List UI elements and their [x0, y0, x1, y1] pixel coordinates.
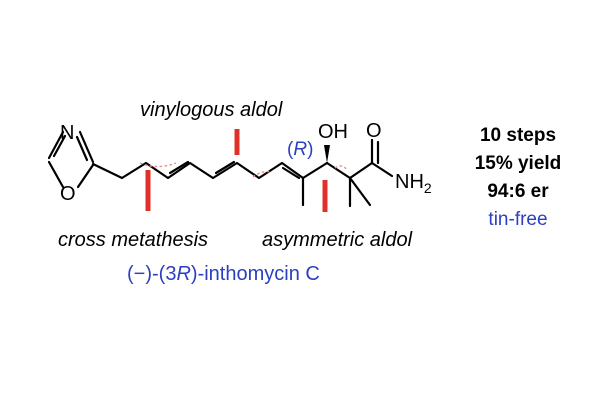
stat-er: 94:6 er — [487, 181, 549, 202]
carbon-chain — [91, 138, 394, 208]
atom-nh2: NH2 — [395, 171, 432, 196]
disconnection-marks — [139, 129, 348, 212]
stat-steps: 10 steps — [480, 125, 556, 146]
stereo-descriptor-r: (R) — [287, 139, 313, 160]
bond-c5-c4 — [78, 130, 95, 164]
bond-c2-c1 — [348, 161, 374, 180]
label-vinylogous-aldol: vinylogous aldol — [140, 99, 283, 121]
label-cross-metathesis: cross metathesis — [58, 229, 208, 251]
atom-o-carbonyl: O — [366, 120, 382, 142]
dash-asymmetric-aldol — [334, 165, 348, 171]
compound-name: (−)-(3R)-inthomycin C — [127, 263, 320, 285]
double-bond-c6-c7 — [214, 160, 236, 175]
oxazole-ring — [47, 130, 95, 189]
synthesis-stats: 10 steps 15% yield 94:6 er tin-free — [475, 125, 562, 230]
atom-o-ring: O — [60, 183, 76, 205]
wedge-oh — [324, 145, 330, 163]
bond-c3-c2 — [325, 161, 352, 180]
bond-n-c2-double — [52, 134, 67, 158]
double-bond-c4-c5 — [281, 166, 301, 180]
bond-c1-n — [370, 161, 394, 178]
methyl-c2-b — [348, 176, 372, 207]
stat-yield: 15% yield — [475, 153, 562, 174]
double-bond-c8-c9 — [168, 160, 190, 175]
bond-o-c5 — [76, 163, 95, 189]
dash-vinylogous-aldol — [252, 170, 273, 178]
bond-c4-c3 — [301, 161, 329, 180]
chain-bonds — [91, 161, 305, 180]
atom-n: N — [60, 122, 74, 144]
label-asymmetric-aldol: asymmetric aldol — [262, 229, 413, 251]
bond-c2-o — [47, 160, 65, 189]
bond-n-c2 — [47, 130, 65, 160]
atom-oh: OH — [318, 121, 348, 143]
bond-c5-c4-double — [75, 135, 89, 162]
stat-tin-free: tin-free — [488, 209, 547, 230]
